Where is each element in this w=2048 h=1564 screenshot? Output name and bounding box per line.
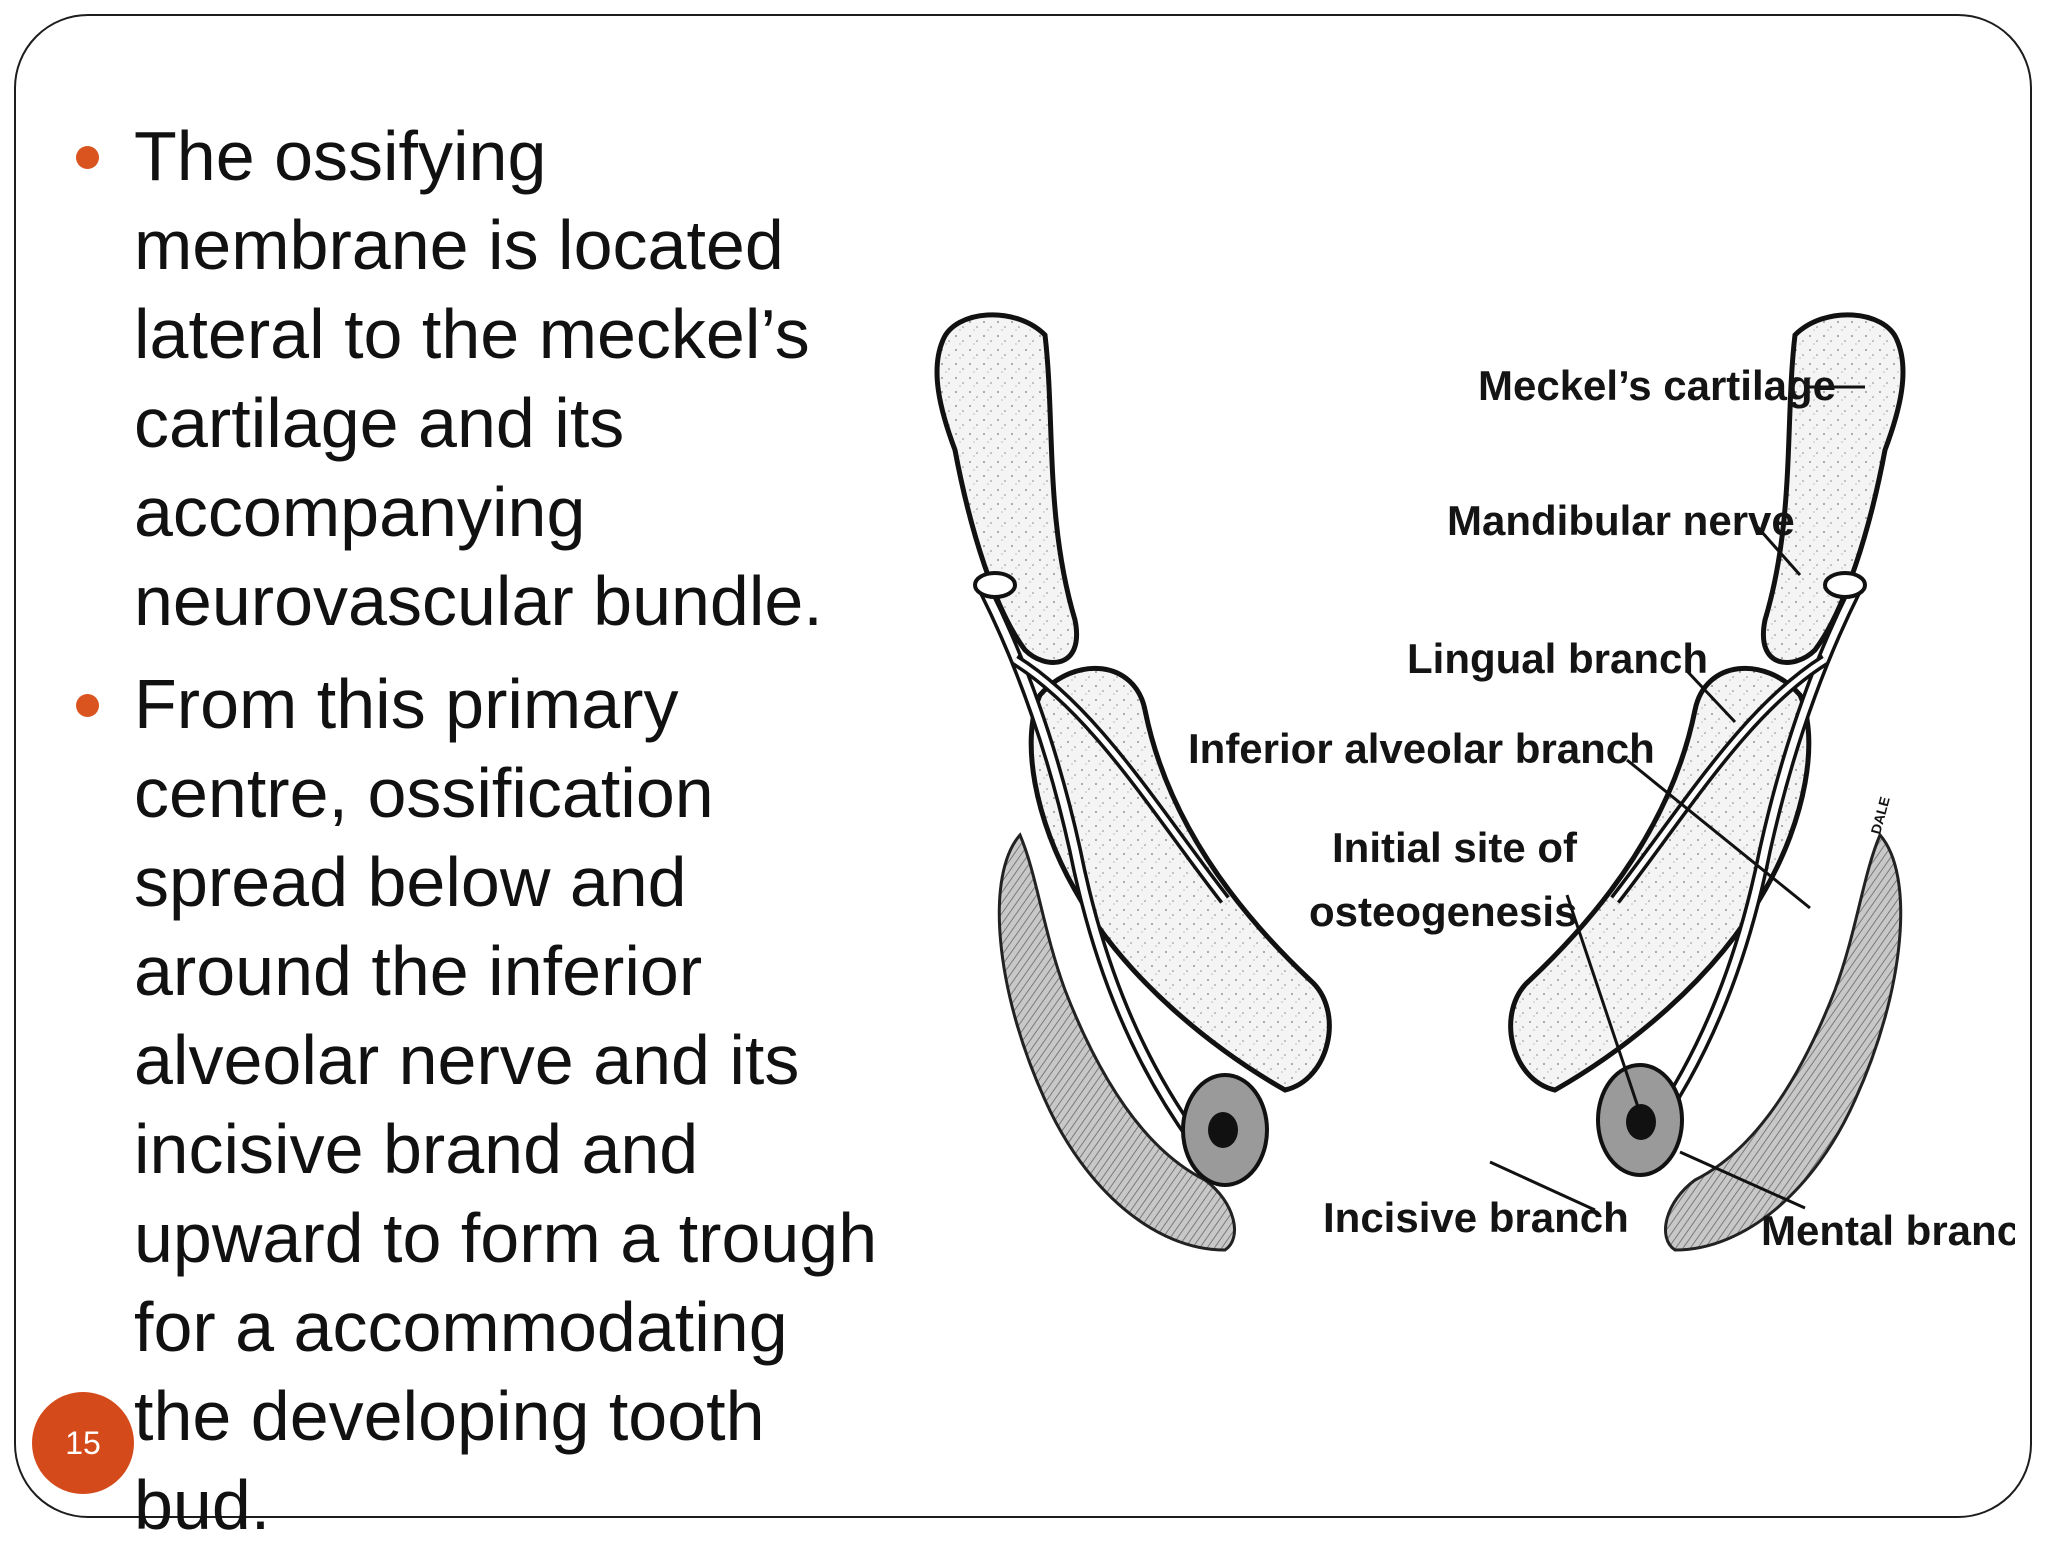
bullet-list: The ossifying membrane is located latera… <box>76 112 896 1564</box>
label-initial-site-line1: Initial site of <box>1332 824 1578 871</box>
left-meckels-cartilage <box>934 312 1080 665</box>
left-nerve-stump <box>973 571 1017 599</box>
mandible-development-diagram: Meckel’s cartilage Mandibular nerve Ling… <box>925 290 2015 1300</box>
bullet-item: The ossifying membrane is located latera… <box>76 112 896 646</box>
label-initial-site-line2: osteogenesis <box>1309 888 1577 935</box>
bullet-text: From this primary centre, ossification s… <box>134 665 878 1544</box>
right-cartilage-arm <box>1508 665 1812 1093</box>
right-nerve-stump <box>1823 571 1867 599</box>
leader-lines <box>1489 385 1865 1212</box>
left-osteogenesis-dot <box>1208 1112 1238 1148</box>
label-incisive-branch: Incisive branch <box>1323 1194 1629 1241</box>
right-meckels-cartilage <box>1760 312 1906 665</box>
label-inferior-alveolar-branch: Inferior alveolar branch <box>1188 725 1655 772</box>
left-cartilage-arm <box>1028 665 1332 1093</box>
artist-signature: DALE <box>1867 795 1892 836</box>
bullet-item: From this primary centre, ossification s… <box>76 660 896 1550</box>
bullet-dot-icon <box>76 694 99 717</box>
slide-number-badge: 15 <box>32 1392 134 1494</box>
label-mandibular-nerve: Mandibular nerve <box>1447 497 1795 544</box>
left-ossification-trough <box>997 832 1236 1252</box>
label-mental-branch: Mental branch <box>1761 1207 2015 1254</box>
right-ossification-trough <box>1664 832 1903 1252</box>
right-osteogenesis-dot <box>1626 1104 1656 1140</box>
bullet-text: The ossifying membrane is located latera… <box>134 117 823 640</box>
label-meckels-cartilage: Meckel’s cartilage <box>1478 362 1836 409</box>
bullet-dot-icon <box>76 146 99 169</box>
label-lingual-branch: Lingual branch <box>1407 635 1708 682</box>
